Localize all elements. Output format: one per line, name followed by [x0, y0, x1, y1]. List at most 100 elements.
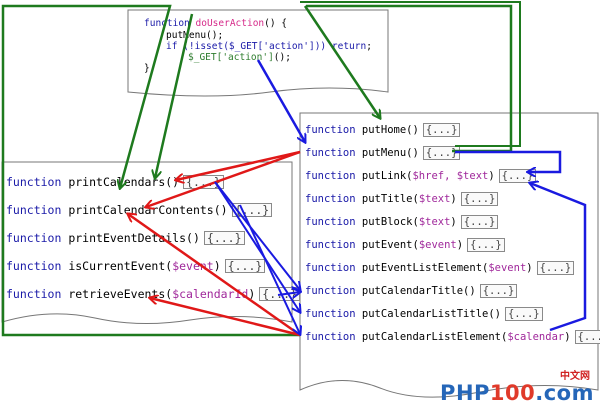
- blue-retrieveevents-to-putcalendartitle: [277, 292, 300, 295]
- logo-brand-b: 100: [489, 381, 536, 405]
- parameter: $calendarId: [172, 287, 249, 301]
- snippet-text: ();: [273, 52, 291, 63]
- collapsed-body[interactable]: {...}: [574, 330, 600, 344]
- collapsed-body[interactable]: {...}: [467, 238, 505, 252]
- snippet-text: if (!isset($_GET['action'])): [166, 41, 332, 52]
- parameter: $href, $text: [412, 170, 489, 182]
- function-name: retrieveEvents(: [68, 287, 173, 301]
- paren: ): [213, 259, 221, 273]
- logo-brand-c: .com: [535, 381, 594, 405]
- collapsed-body[interactable]: {...}: [422, 123, 461, 137]
- logo-brand: PHP100.com: [440, 381, 594, 405]
- paren: ): [564, 331, 571, 343]
- collapsed-body[interactable]: {...}: [460, 215, 499, 229]
- paren: ): [456, 239, 464, 251]
- right-function-4: function putTitle($text){...}: [305, 192, 499, 206]
- right-function-2: function putMenu(){...}: [305, 146, 461, 160]
- function-name: putTitle(: [361, 193, 419, 205]
- right-file-sheet: [299, 112, 599, 398]
- function-name: doUserAction: [195, 18, 265, 29]
- right-function-9: function putCalendarListTitle(){...}: [305, 307, 543, 321]
- logo-chinese-text: 中文网: [560, 371, 590, 382]
- snippet-line-4: $_GET['action']();: [188, 52, 291, 63]
- keyword: function: [6, 287, 62, 301]
- collapsed-body[interactable]: {...}: [224, 259, 266, 273]
- keyword: function: [305, 216, 356, 228]
- parameter: $event: [172, 259, 214, 273]
- parameter: $calendar: [507, 331, 565, 343]
- right-function-6: function putEvent($event){...}: [305, 238, 505, 252]
- logo-brand-a: PHP: [440, 381, 490, 405]
- function-name: isCurrentEvent(: [68, 259, 173, 273]
- collapsed-body[interactable]: {...}: [479, 284, 518, 298]
- left-function-5: function retrieveEvents($calendarId){...…: [6, 287, 300, 301]
- snippet-text: $_GET['action']: [188, 52, 274, 63]
- right-function-10: function putCalendarListElement($calenda…: [305, 330, 600, 344]
- snippet-text: ;: [366, 41, 372, 52]
- right-function-7: function putEventListElement($event){...…: [305, 261, 575, 275]
- keyword: function: [305, 331, 356, 343]
- blue-putcalendarlistelement-to-putlink: [530, 183, 587, 332]
- snippet-line-5: }: [144, 63, 150, 74]
- function-name: putCalendarListElement(: [361, 331, 508, 343]
- blue-printcalendarcontents-to-putcalendarlistelement: [239, 204, 300, 334]
- keyword: return: [331, 41, 367, 52]
- function-name: putHome(): [361, 124, 419, 136]
- snippet-text: putMenu();: [166, 30, 224, 41]
- collapsed-body[interactable]: {...}: [460, 192, 499, 206]
- keyword: function: [6, 203, 62, 217]
- collapsed-body[interactable]: {...}: [504, 307, 543, 321]
- function-name: putMenu(): [361, 147, 419, 159]
- keyword: function: [305, 193, 356, 205]
- keyword: function: [6, 259, 62, 273]
- right-function-5: function putBlock($text){...}: [305, 215, 499, 229]
- green-frame-arrow: [1, 4, 300, 337]
- green-snippet-to-puthome: [303, 5, 380, 118]
- collapsed-body[interactable]: {...}: [536, 261, 575, 275]
- keyword: function: [305, 147, 356, 159]
- parameter: $event: [418, 239, 457, 251]
- paren: ): [488, 170, 495, 182]
- red-putcalendarlistelement-to-printcalendarcontents: [128, 214, 301, 337]
- green-putmenu-loop-inner: [300, 1, 521, 147]
- red-putmenu-to-printcalendarcontents: [146, 150, 301, 207]
- right-function-3: function putLink($href, $text){...}: [305, 169, 537, 183]
- keyword: function: [305, 262, 356, 274]
- right-function-8: function putCalendarTitle(){...}: [305, 284, 518, 298]
- keyword: function: [305, 124, 356, 136]
- snippet-line-3: if (!isset($_GET['action'])) return;: [166, 41, 372, 52]
- function-name: putEvent(: [361, 239, 419, 251]
- function-name: putCalendarListTitle(): [361, 308, 501, 320]
- green-putmenu-loop: [306, 4, 513, 153]
- keyword: function: [144, 18, 190, 29]
- paren: ): [450, 193, 457, 205]
- red-putcalendarlistelement-to-retrieveevents: [150, 298, 301, 337]
- keyword: function: [305, 285, 356, 297]
- keyword: function: [305, 308, 356, 320]
- php100-logo: 中文网 PHP100.com: [440, 371, 594, 405]
- blue-snippet-to-putmenu: [256, 59, 305, 142]
- keyword: function: [305, 239, 356, 251]
- function-name: putEventListElement(: [361, 262, 489, 274]
- function-name: putBlock(: [361, 216, 419, 228]
- snippet-line-1: function doUserAction() {: [144, 18, 287, 29]
- blue-printcalendars-to-putcalendarlisttitle: [214, 181, 300, 312]
- keyword: function: [6, 231, 62, 245]
- collapsed-body[interactable]: {...}: [422, 146, 461, 160]
- parameter: $text: [418, 216, 451, 228]
- left-file-sheet: [1, 161, 293, 325]
- paren: ): [248, 287, 256, 301]
- keyword: function: [305, 170, 356, 182]
- red-putmenu-to-printcalendars: [176, 150, 301, 180]
- green-snippet-to-printcalendars: [155, 13, 194, 178]
- paren: ): [526, 262, 533, 274]
- parameter: $text: [418, 193, 451, 205]
- function-name: putCalendarTitle(): [361, 285, 476, 297]
- left-function-4: function isCurrentEvent($event){...}: [6, 259, 266, 273]
- collapsed-body[interactable]: {...}: [203, 231, 245, 245]
- keyword: function: [6, 175, 62, 189]
- blue-printcalendars-to-putcalendartitle: [214, 181, 300, 290]
- blue-putmenu-to-putlink: [455, 150, 562, 172]
- paren: ): [450, 216, 457, 228]
